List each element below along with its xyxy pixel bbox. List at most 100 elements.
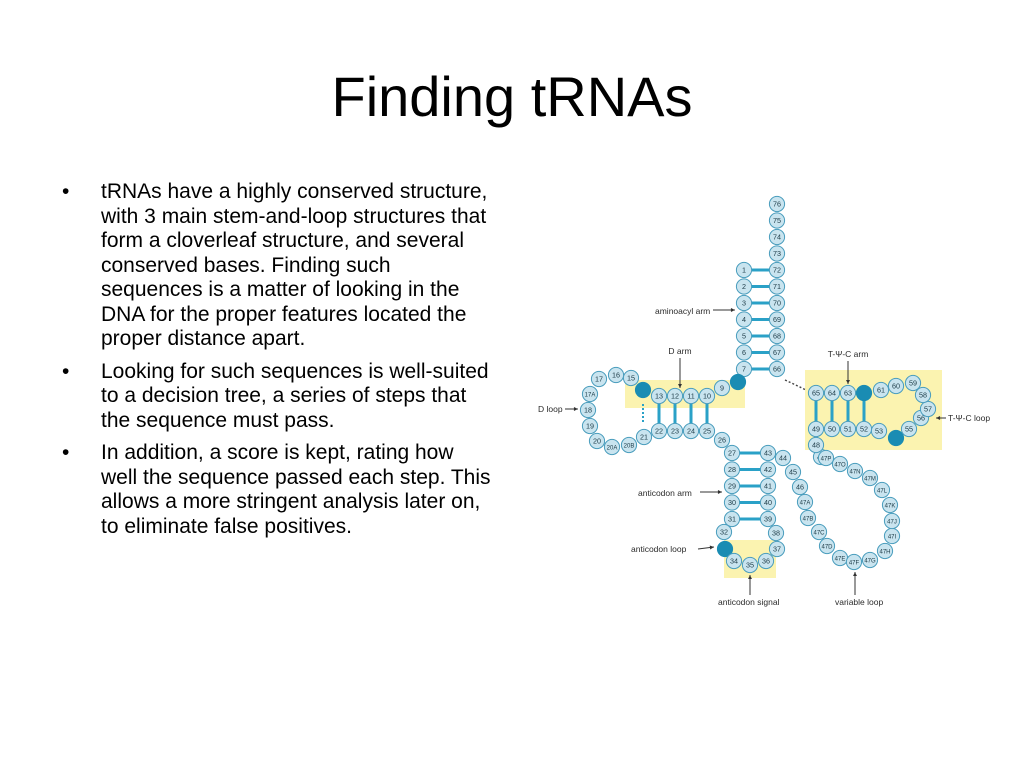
nucleotide [759, 494, 777, 511]
nucleotide-number: 45 [789, 468, 797, 477]
nucleotide [759, 444, 777, 462]
nucleotide [796, 493, 814, 511]
nucleotide-number: 74 [773, 233, 781, 242]
nucleotide [823, 420, 841, 438]
nucleotide [682, 422, 700, 440]
nucleotide-number: 25 [703, 427, 711, 436]
nucleotide-number: 50 [828, 425, 836, 434]
nucleotide-number: 47O [834, 463, 846, 469]
nucleotide [759, 510, 777, 528]
nucleotide-number: 4 [742, 315, 746, 324]
nucleotide-number: 19 [586, 422, 594, 431]
nucleotide [818, 537, 836, 555]
nucleotide-number: 52 [860, 425, 868, 434]
nucleotide [861, 551, 879, 569]
nucleotide-number: 28 [728, 465, 736, 474]
nucleotide [831, 455, 849, 473]
nucleotide [883, 512, 901, 530]
bullet-text: Looking for such sequences is well-suite… [101, 359, 489, 432]
label-arrowhead [678, 383, 682, 388]
nucleotide [650, 422, 668, 440]
nucleotide-number: 31 [728, 515, 736, 524]
nucleotide [666, 387, 684, 405]
label-arrowhead [748, 575, 752, 580]
nucleotide [735, 311, 753, 328]
bullet-text: tRNAs have a highly conserved structure,… [101, 180, 488, 350]
nucleotide-number: 61 [877, 386, 885, 395]
nucleotide-number: 73 [773, 249, 781, 258]
nucleotide-number: 3 [742, 299, 746, 308]
nucleotide [698, 387, 716, 405]
nucleotide [768, 294, 786, 312]
nucleotide-number: 56 [917, 414, 925, 423]
tertiary-interaction-line [784, 379, 807, 391]
nucleotide [807, 420, 825, 438]
nucleotide-number: 20B [624, 444, 635, 450]
nucleotide-number: 75 [773, 216, 781, 225]
nucleotide-number: 44 [779, 454, 787, 463]
nucleotide-number: 63 [844, 389, 852, 398]
nucleotide [607, 366, 625, 384]
bullet-item: • In addition, a score is kept, rating h… [55, 441, 495, 539]
aminoacyl-arm-label: aminoacyl arm [655, 306, 710, 316]
nucleotide-number: 59 [909, 379, 917, 388]
nucleotide [823, 384, 841, 402]
nucleotide-number: 11 [687, 392, 694, 401]
nucleotide-number: 16 [612, 371, 620, 380]
nucleotide [791, 478, 809, 496]
nucleotide [914, 386, 932, 404]
nucleotide-number: 68 [773, 332, 781, 341]
nucleotide-number: 47A [800, 501, 811, 507]
nucleotide [768, 212, 786, 229]
nucleotide-number: 47B [803, 517, 814, 523]
conserved-nucleotide [634, 381, 652, 399]
nucleotide [713, 431, 731, 449]
nucleotide [735, 278, 753, 295]
nucleotide [873, 481, 891, 499]
nucleotide-number: 1 [742, 266, 746, 275]
nucleotide-number: 47G [864, 559, 876, 565]
nucleotide-number: 70 [773, 299, 781, 308]
nucleotide [768, 311, 786, 328]
conserved-nucleotide [716, 540, 734, 558]
bullet-item: • Looking for such sequences is well-sui… [55, 360, 495, 434]
nucleotide [799, 509, 817, 527]
nucleotide [682, 387, 700, 405]
nucleotide-number: 6 [742, 348, 746, 357]
nucleotide [768, 195, 786, 213]
label-arrowhead [936, 416, 941, 420]
nucleotide [768, 261, 786, 279]
nucleotide [767, 524, 785, 542]
nucleotide [861, 469, 879, 487]
nucleotide-number: 27 [728, 449, 736, 458]
nucleotide [900, 420, 918, 438]
nucleotide-number: 35 [746, 561, 754, 570]
nucleotide [881, 496, 899, 514]
nucleotide-number: 21 [640, 433, 648, 442]
nucleotide-number: 7 [742, 365, 746, 374]
nucleotide-number: 43 [764, 449, 772, 458]
nucleotide [876, 542, 894, 560]
nucleotide [807, 436, 825, 454]
nucleotide-number: 47D [821, 545, 833, 551]
nucleotide-number: 47J [887, 520, 897, 526]
d-arm-label: D arm [668, 346, 691, 356]
nucleotide [698, 422, 716, 440]
nucleotide-number: 18 [584, 406, 592, 415]
nucleotide-number: 66 [773, 365, 781, 374]
nucleotide-number: 69 [773, 315, 781, 324]
nucleotide [723, 461, 741, 478]
nucleotide [846, 462, 864, 480]
nucleotide [603, 438, 621, 456]
nucleotide-number: 42 [764, 465, 772, 474]
nucleotide [735, 261, 753, 279]
nucleotide-number: 22 [655, 427, 663, 436]
nucleotide [723, 510, 741, 528]
anticodon-signal-label: anticodon signal [718, 597, 780, 607]
nucleotide-number: 34 [730, 557, 738, 566]
nucleotide-number: 67 [773, 348, 781, 357]
nucleotide-number: 41 [764, 482, 772, 491]
nucleotide [817, 449, 835, 467]
nucleotide [757, 552, 775, 570]
nucleotide-number: 20 [593, 437, 601, 446]
